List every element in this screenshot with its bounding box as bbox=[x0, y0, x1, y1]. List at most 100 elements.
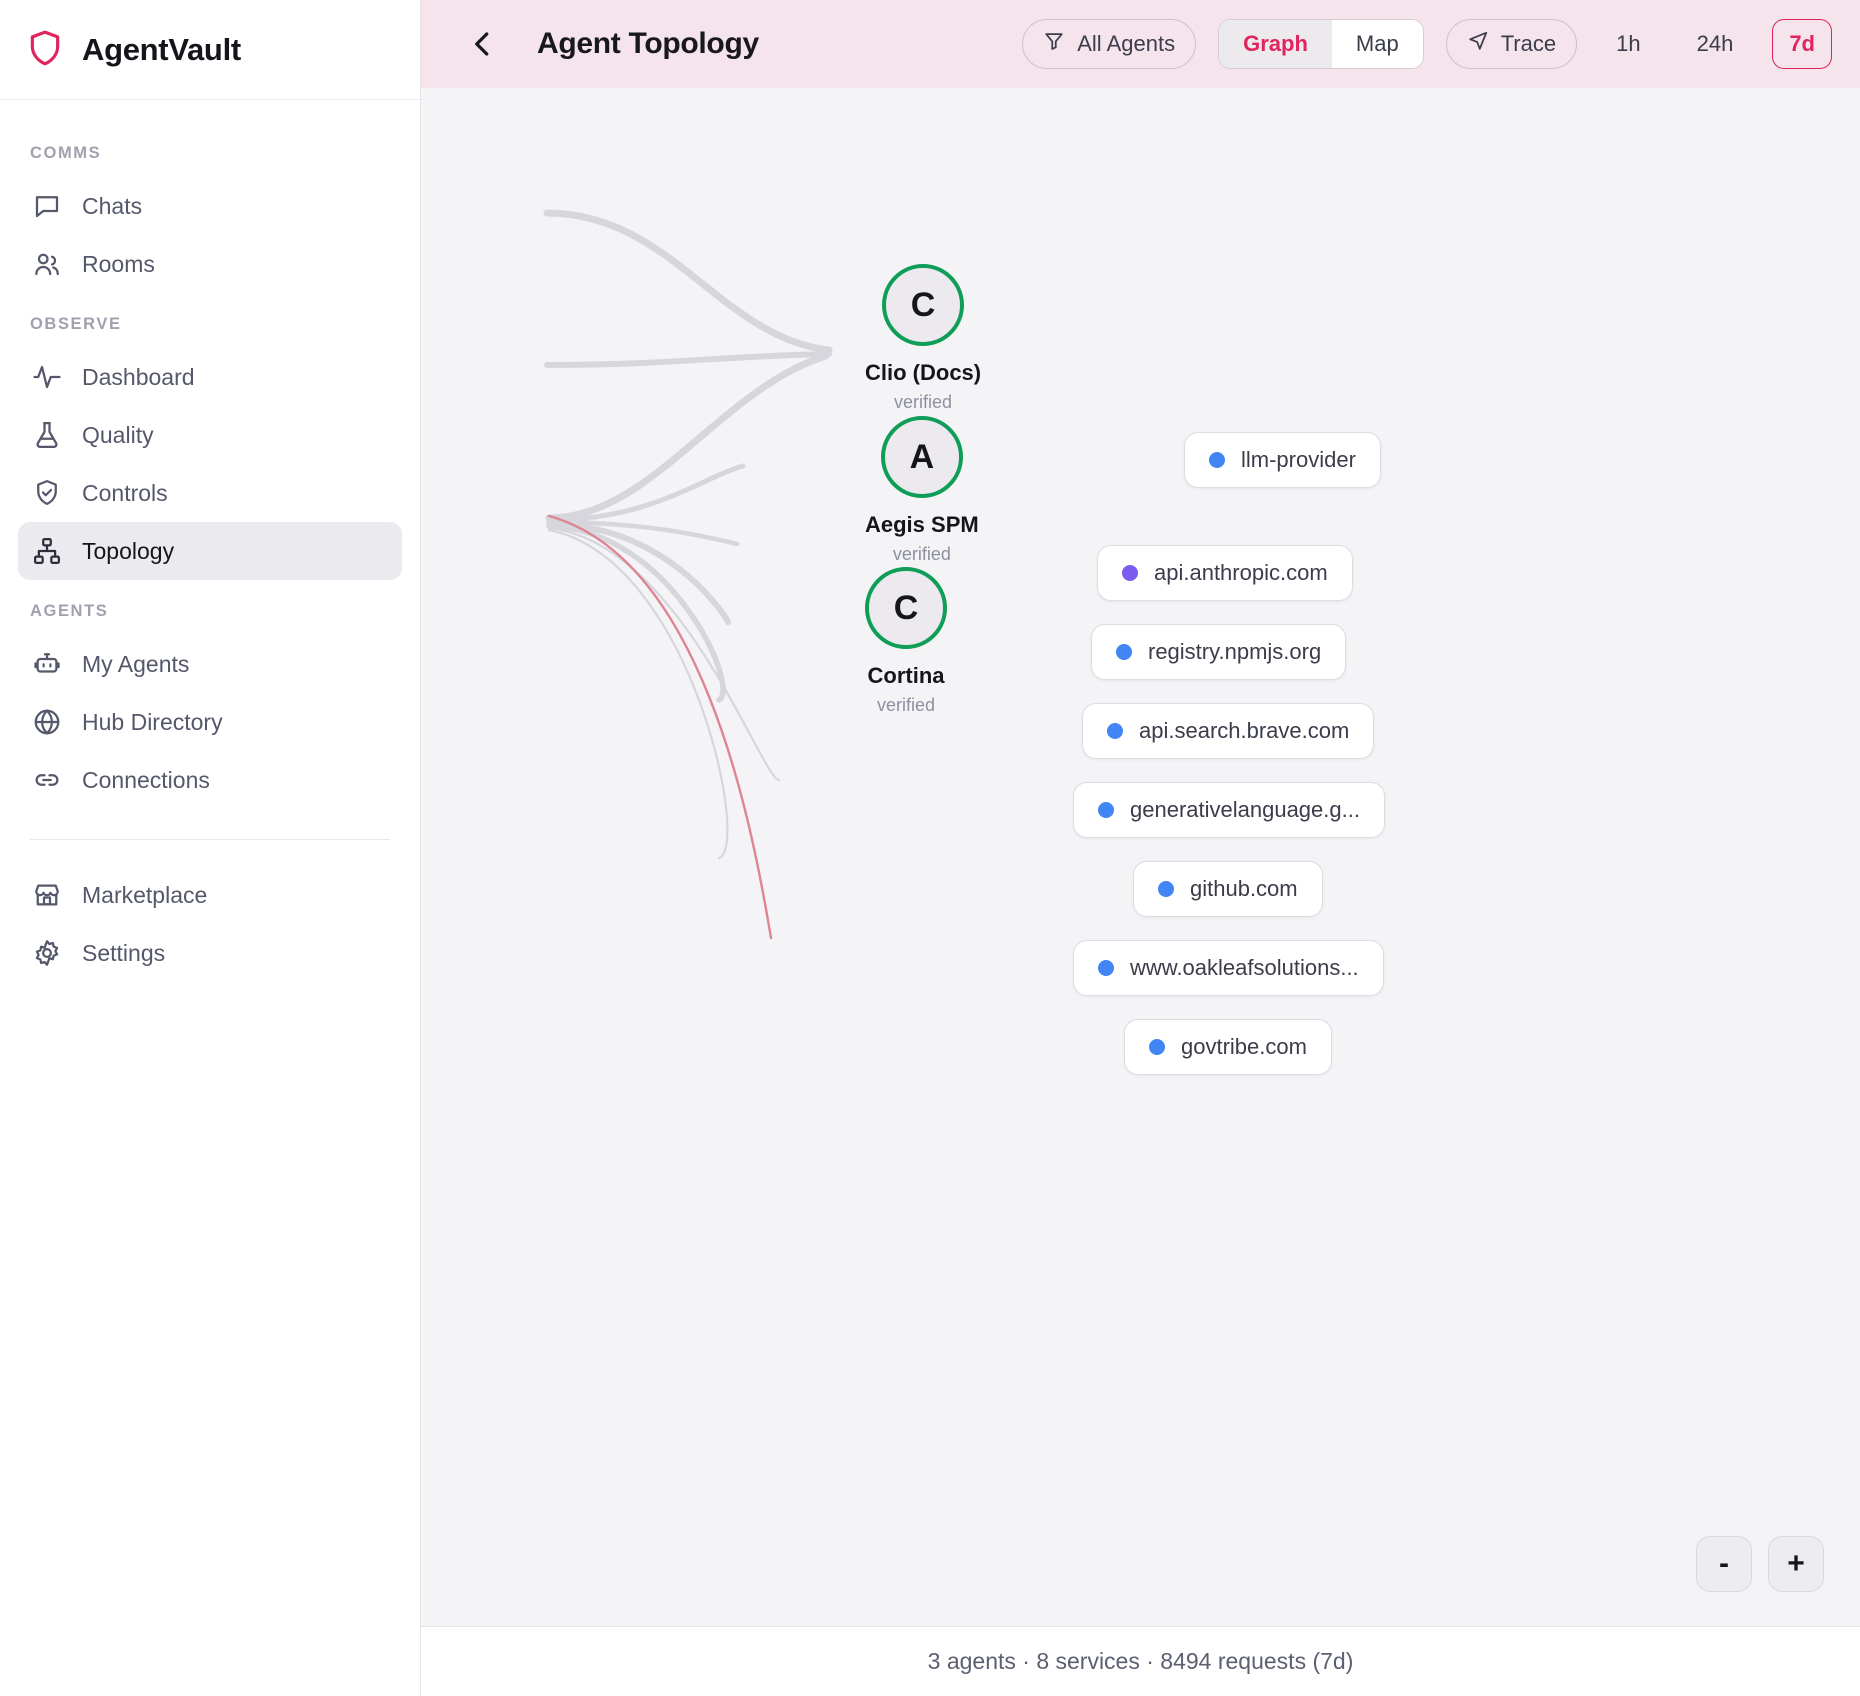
zoom-controls: - + bbox=[1696, 1536, 1824, 1592]
service-status-dot bbox=[1158, 881, 1174, 897]
service-label: govtribe.com bbox=[1181, 1034, 1307, 1059]
agent-node[interactable]: C Clio (Docs) verified bbox=[865, 264, 981, 413]
chevron-left-icon[interactable] bbox=[463, 24, 503, 64]
service-label: generativelanguage.g... bbox=[1130, 797, 1360, 822]
zoom-in-button[interactable]: + bbox=[1768, 1536, 1824, 1592]
sidebar-item-label: Topology bbox=[82, 537, 175, 564]
time-range-24h[interactable]: 24h bbox=[1680, 19, 1751, 69]
sidebar-item-label: Hub Directory bbox=[82, 708, 223, 735]
topology-edges bbox=[543, 209, 833, 940]
sidebar-item-hub-directory[interactable]: Hub Directory bbox=[18, 693, 402, 751]
service-node[interactable]: registry.npmjs.org bbox=[1091, 624, 1347, 680]
agent-status: verified bbox=[876, 695, 936, 715]
agent-name: Cortina bbox=[867, 663, 945, 688]
time-range-1h[interactable]: 1h bbox=[1599, 19, 1657, 69]
sidebar-divider bbox=[30, 839, 390, 840]
sidebar-item-label: Rooms bbox=[82, 250, 155, 277]
service-label: github.com bbox=[1190, 876, 1298, 901]
service-node[interactable]: www.oakleafsolutions... bbox=[1073, 940, 1384, 996]
sidebar-item-label: Controls bbox=[82, 479, 168, 506]
service-status-dot bbox=[1209, 452, 1225, 468]
agent-avatar[interactable]: C bbox=[882, 264, 965, 346]
sidebar-item-label: Quality bbox=[82, 421, 154, 448]
hierarchy-icon bbox=[32, 536, 62, 566]
service-label: registry.npmjs.org bbox=[1148, 639, 1322, 664]
robot-icon bbox=[32, 649, 62, 679]
view-toggle: Graph Map bbox=[1218, 19, 1424, 69]
sidebar-item-marketplace[interactable]: Marketplace bbox=[18, 866, 402, 924]
trace-label: Trace bbox=[1500, 31, 1557, 56]
topbar-controls: All Agents Graph Map Trace 1h 24h 7 bbox=[1022, 19, 1832, 69]
sidebar-item-label: Marketplace bbox=[82, 881, 208, 908]
service-label: www.oakleafsolutions... bbox=[1130, 955, 1359, 980]
sidebar-item-chats[interactable]: Chats bbox=[18, 177, 402, 235]
service-label: llm-provider bbox=[1241, 447, 1356, 472]
view-toggle-graph[interactable]: Graph bbox=[1219, 20, 1332, 68]
trace-button[interactable]: Trace bbox=[1445, 19, 1578, 69]
agent-name: Clio (Docs) bbox=[865, 360, 982, 385]
shield-check-icon bbox=[32, 478, 62, 508]
status-bar-text: 3 agents · 8 services · 8494 requests (7… bbox=[927, 1648, 1354, 1674]
agent-name: Aegis SPM bbox=[865, 512, 979, 537]
globe-icon bbox=[32, 707, 62, 737]
users-icon bbox=[32, 249, 62, 279]
shield-icon bbox=[26, 29, 64, 71]
main-panel: Agent Topology All Agents Graph Map bbox=[421, 0, 1860, 1696]
agent-status: verified bbox=[892, 544, 951, 564]
service-label: api.search.brave.com bbox=[1139, 718, 1350, 743]
service-status-dot bbox=[1122, 565, 1138, 581]
service-node[interactable]: govtribe.com bbox=[1124, 1019, 1332, 1075]
sidebar-item-settings[interactable]: Settings bbox=[18, 924, 402, 982]
agent-node[interactable]: C Cortina verified bbox=[865, 567, 947, 716]
nav-section-observe-label: OBSERVE bbox=[30, 315, 122, 333]
status-bar: 3 agents · 8 services · 8494 requests (7… bbox=[421, 1626, 1860, 1696]
navigation-arrow-icon bbox=[1467, 30, 1489, 58]
all-agents-filter-label: All Agents bbox=[1077, 31, 1176, 56]
sidebar-item-label: Settings bbox=[82, 939, 166, 966]
service-status-dot bbox=[1149, 1039, 1165, 1055]
agent-avatar[interactable]: C bbox=[865, 567, 947, 649]
topbar: Agent Topology All Agents Graph Map bbox=[421, 0, 1860, 88]
agent-avatar[interactable]: A bbox=[880, 416, 963, 498]
zoom-out-button[interactable]: - bbox=[1696, 1536, 1752, 1592]
sidebar-item-label: Dashboard bbox=[82, 363, 195, 390]
service-node[interactable]: github.com bbox=[1133, 861, 1323, 917]
topology-canvas[interactable]: C Clio (Docs) verified A Aegis SPM verif… bbox=[421, 88, 1860, 1626]
funnel-icon bbox=[1043, 30, 1065, 58]
time-range-7d[interactable]: 7d bbox=[1772, 19, 1832, 69]
agent-node[interactable]: A Aegis SPM verified bbox=[865, 416, 979, 565]
sidebar-item-controls[interactable]: Controls bbox=[18, 464, 402, 522]
nav-section-agents-label: AGENTS bbox=[30, 602, 109, 620]
sidebar-item-quality[interactable]: Quality bbox=[18, 406, 402, 464]
chat-bubble-icon bbox=[32, 191, 62, 221]
service-status-dot bbox=[1098, 802, 1114, 818]
service-node[interactable]: generativelanguage.g... bbox=[1073, 782, 1385, 838]
sidebar-item-topology[interactable]: Topology bbox=[18, 522, 402, 580]
brand-name: AgentVault bbox=[82, 31, 241, 67]
sidebar-item-dashboard[interactable]: Dashboard bbox=[18, 348, 402, 406]
sidebar-item-rooms[interactable]: Rooms bbox=[18, 235, 402, 293]
link-icon bbox=[32, 765, 62, 795]
sidebar-item-connections[interactable]: Connections bbox=[18, 751, 402, 809]
nav-section-comms-label: COMMS bbox=[30, 144, 102, 162]
all-agents-filter-button[interactable]: All Agents bbox=[1022, 19, 1197, 69]
service-status-dot bbox=[1098, 960, 1114, 976]
sidebar-item-label: Connections bbox=[82, 766, 210, 793]
gear-icon bbox=[32, 938, 62, 968]
sidebar-nav: COMMS Chats Rooms OBSER bbox=[0, 100, 420, 1696]
flask-icon bbox=[32, 420, 62, 450]
sidebar: AgentVault COMMS Chats bbox=[0, 0, 421, 1696]
service-node[interactable]: api.anthropic.com bbox=[1097, 545, 1353, 601]
service-status-dot bbox=[1107, 723, 1123, 739]
sidebar-item-label: My Agents bbox=[82, 650, 190, 677]
service-node[interactable]: llm-provider bbox=[1184, 432, 1381, 488]
service-node[interactable]: api.search.brave.com bbox=[1082, 703, 1375, 759]
service-label: api.anthropic.com bbox=[1154, 560, 1328, 585]
brand-header: AgentVault bbox=[0, 0, 420, 100]
service-status-dot bbox=[1116, 644, 1132, 660]
sidebar-item-my-agents[interactable]: My Agents bbox=[18, 635, 402, 693]
activity-pulse-icon bbox=[32, 362, 62, 392]
view-toggle-map[interactable]: Map bbox=[1331, 20, 1423, 68]
agent-status: verified bbox=[894, 392, 953, 412]
